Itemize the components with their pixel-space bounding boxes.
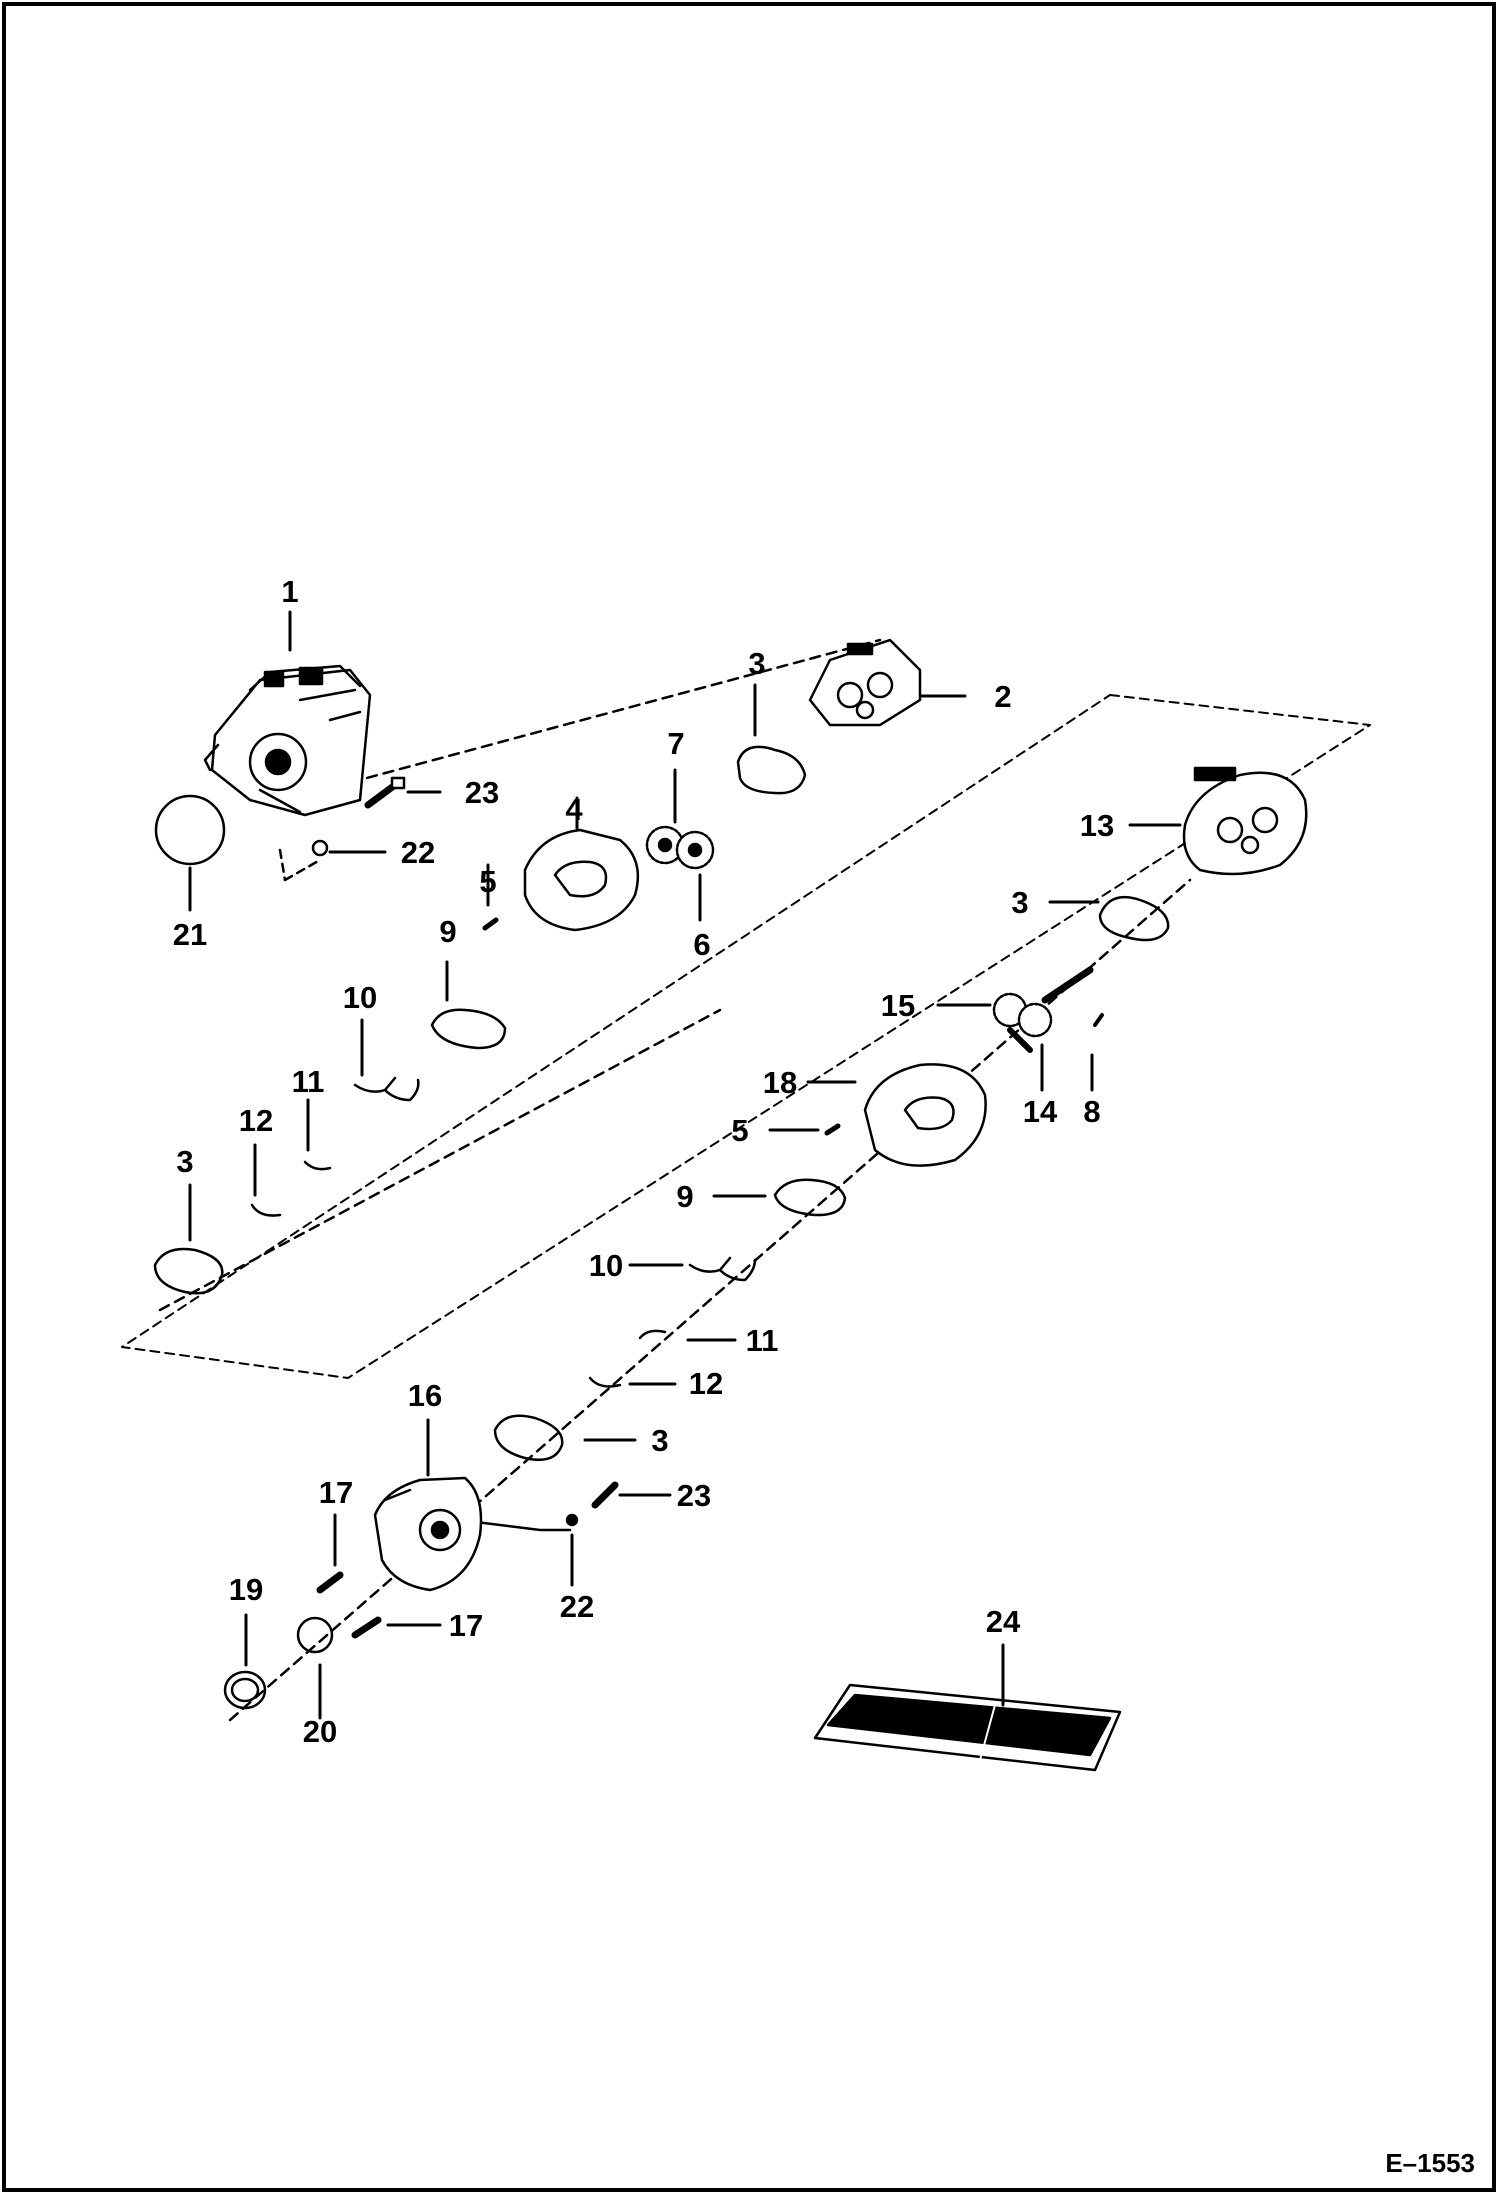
callout-7: 7 (667, 726, 684, 761)
seal-part-11-lower (638, 1329, 667, 1340)
callout-12-a: 12 (239, 1103, 273, 1138)
bolt-part-23-upper (364, 776, 406, 809)
callout-21: 21 (173, 917, 207, 952)
axis-line-pump-cover (278, 848, 287, 882)
axis-line-front (283, 858, 322, 882)
end-cover-part-2 (808, 638, 922, 727)
callout-22-b: 22 (560, 1589, 594, 1624)
bolt-part-17-upper (316, 1571, 344, 1594)
callout-23-b: 23 (677, 1478, 711, 1513)
callout-3-a: 3 (748, 646, 765, 681)
gear-shaft-parts-14-15 (992, 966, 1094, 1053)
gasket-part-3-c (153, 1247, 224, 1295)
front-cover-part-16 (373, 1476, 483, 1592)
callout-leaders (188, 610, 1182, 1720)
callout-4: 4 (565, 792, 583, 827)
section-boundary (121, 694, 1371, 1379)
callout-15: 15 (881, 988, 915, 1023)
washer-part-22-upper (311, 839, 329, 857)
seal-part-11-upper (303, 1160, 332, 1171)
wear-plate-part-9-lower (773, 1178, 847, 1217)
pump-assembly-part-1 (203, 664, 372, 817)
stud-part-23-lower (591, 1481, 619, 1509)
seal-part-10-lower (688, 1256, 757, 1282)
seal-part-10-upper (353, 1076, 420, 1102)
seal-kit-part-24 (813, 1683, 1122, 1772)
callout-11-a: 11 (292, 1064, 325, 1099)
callout-17-a: 17 (319, 1475, 353, 1510)
callout-17-b: 17 (449, 1608, 483, 1643)
pump-body-part-13 (1182, 766, 1308, 876)
callout-9-a: 9 (439, 914, 456, 949)
callout-16: 16 (408, 1378, 442, 1413)
callout-10-b: 10 (589, 1248, 623, 1283)
callout-18: 18 (763, 1065, 797, 1100)
gasket-part-3-a (736, 745, 807, 795)
callout-9-b: 9 (676, 1179, 693, 1214)
gear-pair-parts-6-7 (645, 825, 715, 870)
washer-part-22-lower (565, 1513, 579, 1527)
callout-5-b: 5 (731, 1113, 748, 1148)
callout-22-a: 22 (401, 835, 435, 870)
wear-plate-part-9-upper (430, 1008, 507, 1050)
callout-3-d: 3 (651, 1423, 668, 1458)
plug-part-20 (296, 1616, 334, 1654)
dowel-part-5-lower (824, 1123, 841, 1136)
callout-24: 24 (986, 1604, 1021, 1639)
seal-part-12-upper (250, 1203, 282, 1217)
callout-23-a: 23 (465, 775, 499, 810)
dowel-part-5-upper (482, 917, 499, 931)
leader-22-lower (458, 1518, 572, 1532)
oring-part-21 (154, 794, 226, 866)
callout-8: 8 (1083, 1094, 1100, 1129)
callout-19: 19 (229, 1572, 263, 1607)
figure-number: E–1553 (1385, 2148, 1475, 2178)
callout-11-b: 11 (746, 1323, 779, 1358)
callout-12-b: 12 (689, 1366, 723, 1401)
callout-3-b: 3 (1011, 885, 1028, 920)
callout-20: 20 (303, 1714, 337, 1749)
callout-labels: 1 2 3 23 22 21 4 7 6 5 9 10 11 12 3 13 3… (173, 574, 1114, 1749)
seal-ring-part-19 (223, 1670, 267, 1710)
callout-2: 2 (994, 679, 1011, 714)
body-plate-part-4 (523, 828, 640, 932)
callout-3-c: 3 (176, 1144, 193, 1179)
callout-1: 1 (281, 574, 298, 609)
body-plate-part-18 (863, 1063, 987, 1167)
callout-14: 14 (1023, 1094, 1058, 1129)
callout-10-a: 10 (343, 980, 377, 1015)
gasket-part-3-b (1098, 895, 1170, 942)
gasket-part-3-d (493, 1414, 564, 1462)
key-part-8 (1093, 1013, 1104, 1027)
callout-6: 6 (693, 927, 710, 962)
bolt-part-17-lower (351, 1616, 382, 1639)
callout-5-a: 5 (479, 864, 496, 899)
callout-13: 13 (1080, 808, 1114, 843)
axis-line-upper (283, 638, 882, 802)
seal-part-12-lower (588, 1376, 622, 1388)
